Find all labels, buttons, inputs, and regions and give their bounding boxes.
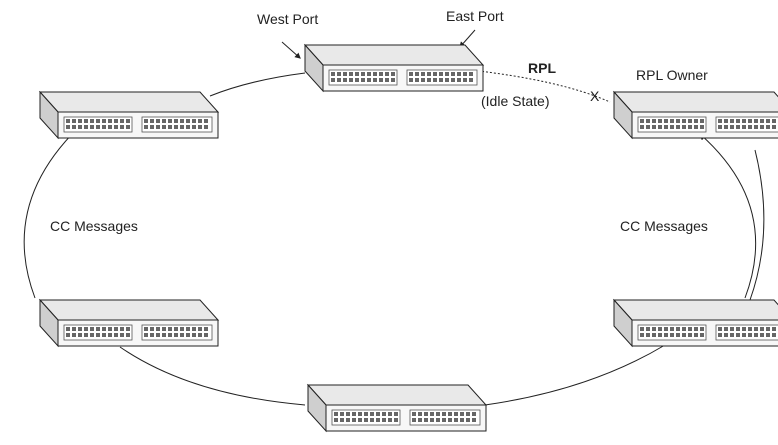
link-top-to-top-left bbox=[209, 72, 306, 97]
rpl-link bbox=[469, 69, 611, 103]
switch-bottom-left bbox=[39, 299, 219, 347]
cc-arrow-right bbox=[698, 133, 757, 299]
link-rpl-owner-to-bottom-right bbox=[749, 149, 765, 301]
west-port-arrow bbox=[281, 41, 301, 59]
rpl-owner-label: RPL Owner bbox=[636, 67, 708, 83]
east-port-label: East Port bbox=[446, 8, 504, 24]
switch-bottom-right bbox=[613, 299, 778, 347]
switch-bottom bbox=[307, 384, 487, 432]
switch-top bbox=[304, 44, 484, 92]
cc-arrow-left bbox=[23, 127, 79, 299]
idle-state-label: (Idle State) bbox=[481, 93, 549, 109]
switch-rpl-owner bbox=[613, 91, 778, 139]
ring-links bbox=[119, 72, 765, 406]
cc-messages-right-label: CC Messages bbox=[620, 218, 708, 234]
link-bottom-to-bottom-right bbox=[484, 344, 666, 406]
west-port-label: West Port bbox=[257, 11, 318, 27]
cc-messages-left-label: CC Messages bbox=[50, 218, 138, 234]
switch-top-left bbox=[39, 91, 219, 139]
link-bottom-left-to-bottom bbox=[119, 346, 306, 406]
rpl-label: RPL bbox=[528, 60, 556, 76]
east-port-arrow bbox=[459, 29, 476, 48]
rpl-blocked-mark: X bbox=[590, 88, 600, 104]
